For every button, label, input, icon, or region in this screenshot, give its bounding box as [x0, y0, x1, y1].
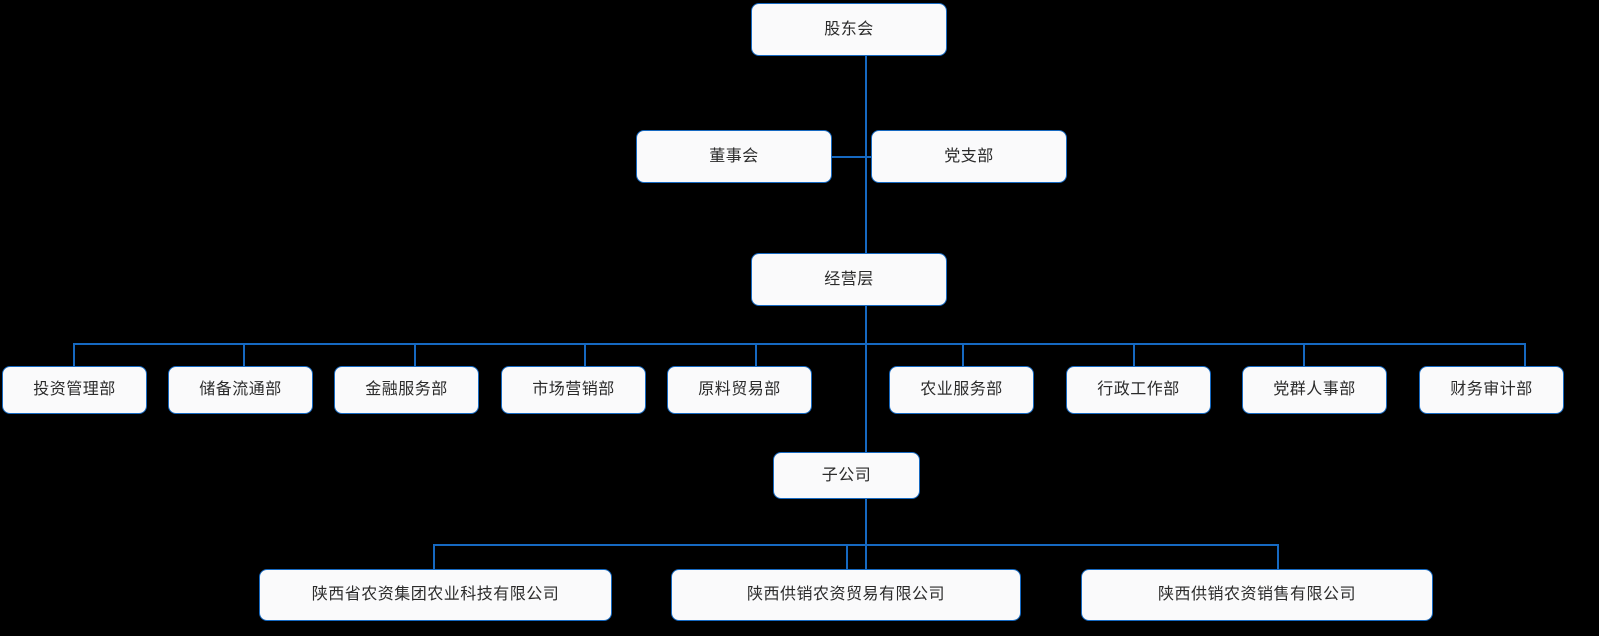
node-dept-party-personnel[interactable]: 党群人事部 [1242, 366, 1387, 414]
node-label-dept-marketing: 市场营销部 [532, 381, 615, 398]
node-dept-financial-services[interactable]: 金融服务部 [334, 366, 479, 414]
node-subsidiary-group[interactable]: 子公司 [773, 452, 920, 499]
node-party-branch[interactable]: 党支部 [871, 130, 1067, 183]
connector-drop-dept-4 [584, 343, 586, 366]
connector-drop-dept-9 [1524, 343, 1526, 366]
connector-governance-to-management [865, 156, 867, 253]
connector-drop-sub-3 [1277, 544, 1279, 569]
node-label-sub-agri-tech: 陕西省农资集团农业科技有限公司 [311, 586, 560, 603]
connector-shareholders-to-governance [865, 56, 867, 157]
node-dept-administration[interactable]: 行政工作部 [1066, 366, 1211, 414]
connector-governance-horizontal [831, 156, 873, 158]
connector-management-to-departments [865, 306, 867, 344]
connector-departments-to-subsidiary-group [865, 343, 867, 452]
connector-drop-sub-2 [846, 544, 848, 569]
node-label-dept-finance-audit: 财务审计部 [1450, 381, 1533, 398]
connector-drop-dept-2 [243, 343, 245, 366]
connector-subsidiary-bus [433, 544, 1278, 546]
node-label-management-layer: 经营层 [824, 270, 874, 288]
node-label-dept-investment-management: 投资管理部 [33, 381, 116, 398]
node-sub-agri-tech[interactable]: 陕西省农资集团农业科技有限公司 [259, 569, 612, 621]
node-dept-reserve-circulation[interactable]: 储备流通部 [168, 366, 313, 414]
node-label-dept-reserve-circulation: 储备流通部 [199, 381, 282, 398]
node-label-subsidiary-group: 子公司 [821, 466, 872, 484]
node-sub-agri-trade[interactable]: 陕西供销农资贸易有限公司 [671, 569, 1021, 621]
node-dept-marketing[interactable]: 市场营销部 [501, 366, 646, 414]
node-dept-raw-material-trade[interactable]: 原料贸易部 [667, 366, 812, 414]
node-board-of-directors[interactable]: 董事会 [636, 130, 832, 183]
node-label-board-of-directors: 董事会 [709, 147, 759, 165]
node-shareholders-meeting[interactable]: 股东会 [751, 3, 947, 56]
connector-drop-dept-6 [962, 343, 964, 366]
connector-subsidiary-group-to-bus [865, 499, 867, 569]
node-dept-agricultural-services[interactable]: 农业服务部 [889, 366, 1034, 414]
connector-drop-dept-5 [755, 343, 757, 366]
connector-drop-sub-1 [433, 544, 435, 569]
node-label-party-branch: 党支部 [944, 147, 994, 165]
connector-department-bus [73, 343, 1526, 345]
node-label-shareholders-meeting: 股东会 [824, 20, 874, 38]
node-label-dept-administration: 行政工作部 [1097, 381, 1180, 398]
connector-drop-dept-8 [1303, 343, 1305, 366]
node-label-dept-agricultural-services: 农业服务部 [920, 381, 1003, 398]
connector-drop-dept-3 [414, 343, 416, 366]
node-label-sub-agri-sales: 陕西供销农资销售有限公司 [1157, 586, 1356, 603]
node-dept-finance-audit[interactable]: 财务审计部 [1419, 366, 1564, 414]
node-label-dept-financial-services: 金融服务部 [365, 381, 448, 398]
connector-drop-dept-7 [1133, 343, 1135, 366]
node-label-sub-agri-trade: 陕西供销农资贸易有限公司 [746, 586, 945, 603]
node-label-dept-raw-material-trade: 原料贸易部 [698, 381, 781, 398]
connector-drop-dept-1 [73, 343, 75, 366]
node-management-layer[interactable]: 经营层 [751, 253, 947, 306]
node-label-dept-party-personnel: 党群人事部 [1273, 381, 1356, 398]
node-dept-investment-management[interactable]: 投资管理部 [2, 366, 147, 414]
node-sub-agri-sales[interactable]: 陕西供销农资销售有限公司 [1081, 569, 1433, 621]
